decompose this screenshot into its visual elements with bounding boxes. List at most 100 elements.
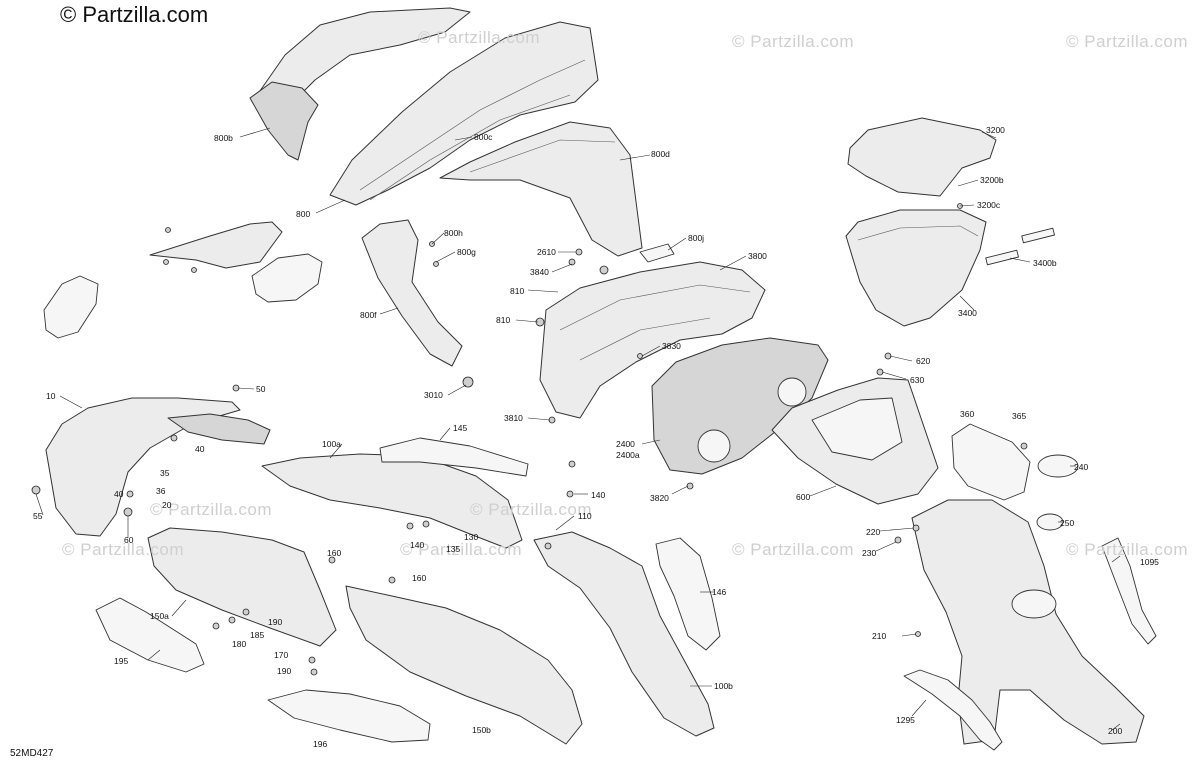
side-panel-100a xyxy=(261,453,523,549)
callout-240: 240 xyxy=(1074,462,1089,472)
headlight-lens-right xyxy=(777,377,807,407)
callout-2400a: 2400a xyxy=(616,450,640,460)
callout-50: 50 xyxy=(256,384,266,394)
lower-panel-150b xyxy=(345,585,583,745)
headlight-lens-left xyxy=(697,429,731,463)
filler-ring-240 xyxy=(1037,454,1079,478)
callout-55: 55 xyxy=(33,511,43,521)
mirror-glass-right xyxy=(251,253,323,303)
callout-36: 36 xyxy=(156,486,166,496)
headlight-housing-3800 xyxy=(539,261,766,419)
callout-146: 146 xyxy=(712,587,727,597)
trim-strip-145 xyxy=(379,437,529,477)
callout-800b: 800b xyxy=(214,133,233,143)
callout-100a: 100a xyxy=(322,439,341,449)
watermark: © Partzilla.com xyxy=(418,28,541,47)
callout-3200c: 3200c xyxy=(977,200,1001,210)
callout-200: 200 xyxy=(1108,726,1123,736)
watermark: © Partzilla.com xyxy=(62,540,185,559)
watermark: © Partzilla.com xyxy=(400,540,523,559)
callout-195: 195 xyxy=(114,656,129,666)
callout-180: 180 xyxy=(232,639,247,649)
callout-2400: 2400 xyxy=(616,439,635,449)
headlight-assembly-2400 xyxy=(651,337,829,475)
callout-60: 60 xyxy=(124,535,134,545)
trim-piece-146 xyxy=(655,537,721,651)
callout-135: 135 xyxy=(446,544,461,554)
callout-40-2: 40 xyxy=(114,489,124,499)
callout-40: 40 xyxy=(195,444,205,454)
callout-100b: 100b xyxy=(714,681,733,691)
site-brand-logo: © Partzilla.com xyxy=(60,2,209,27)
side-rail-1295 xyxy=(903,669,1003,751)
callout-230: 230 xyxy=(862,548,877,558)
side-deflector-800d xyxy=(439,121,643,257)
callout-3200: 3200 xyxy=(986,125,1005,135)
callout-1295: 1295 xyxy=(896,715,915,725)
diagram-id: 52MD427 xyxy=(10,748,54,759)
front-upper-panel xyxy=(329,21,599,206)
callout-3200b: 3200b xyxy=(980,175,1004,185)
callout-190-2: 190 xyxy=(277,666,292,676)
callout-800: 800 xyxy=(296,209,311,219)
callout-630: 630 xyxy=(910,375,925,385)
storage-lid-3200 xyxy=(847,117,997,197)
callout-160: 160 xyxy=(327,548,342,558)
callout-3810: 3810 xyxy=(504,413,523,423)
callout-220: 220 xyxy=(866,527,881,537)
callout-150b: 150b xyxy=(472,725,491,735)
callout-110: 110 xyxy=(578,511,592,521)
side-cowl-left xyxy=(249,81,319,161)
callout-185: 185 xyxy=(250,630,265,640)
callout-130: 130 xyxy=(464,532,479,542)
mirror-glass-left xyxy=(43,275,99,339)
callout-800c: 800c xyxy=(474,132,493,142)
callout-620: 620 xyxy=(916,356,931,366)
watermark: © Partzilla.com xyxy=(150,500,273,519)
gasket-250 xyxy=(1036,513,1064,531)
watermark: © Partzilla.com xyxy=(1066,32,1189,51)
callout-3010: 3010 xyxy=(424,390,443,400)
step-cover-195 xyxy=(95,597,205,673)
inner-panel-800f xyxy=(361,219,463,367)
callout-250: 250 xyxy=(1060,518,1075,528)
callout-20: 20 xyxy=(162,500,172,510)
seal-strip-3400b-2 xyxy=(985,249,1019,266)
callout-190: 190 xyxy=(268,617,283,627)
top-cowl-panel xyxy=(254,7,471,99)
rear-body-200 xyxy=(911,499,1145,745)
callout-196: 196 xyxy=(313,739,328,749)
callout-800j: 800j xyxy=(688,233,705,243)
callout-145: 145 xyxy=(453,423,468,433)
fuel-filler-opening xyxy=(1011,589,1057,619)
mirror-bracket-left xyxy=(149,221,283,269)
callout-150a: 150a xyxy=(150,611,169,621)
callout-140-2: 140 xyxy=(410,540,425,550)
callout-600: 600 xyxy=(796,492,811,502)
callout-3400: 3400 xyxy=(958,308,977,318)
callout-365: 365 xyxy=(1012,411,1027,421)
watermark: © Partzilla.com xyxy=(732,540,855,559)
callout-35: 35 xyxy=(160,468,170,478)
side-rail-1095 xyxy=(1101,537,1157,645)
callout-140: 140 xyxy=(591,490,606,500)
watermark: © Partzilla.com xyxy=(732,32,855,51)
callout-810: 810 xyxy=(510,286,525,296)
callout-1095: 1095 xyxy=(1140,557,1159,567)
watermark: © Partzilla.com xyxy=(1066,540,1189,559)
storage-tray-360 xyxy=(951,423,1031,501)
callout-210: 210 xyxy=(872,631,887,641)
leader-lines xyxy=(35,127,1121,731)
callout-360: 360 xyxy=(960,409,975,419)
callout-3400b: 3400b xyxy=(1033,258,1057,268)
callout-800f: 800f xyxy=(360,310,377,320)
callout-3840: 3840 xyxy=(530,267,549,277)
callout-800d: 800d xyxy=(651,149,670,159)
watermark: © Partzilla.com xyxy=(470,500,593,519)
trim-piece-800j xyxy=(639,243,675,263)
callout-800g: 800g xyxy=(457,247,476,257)
callout-170: 170 xyxy=(274,650,289,660)
callout-10: 10 xyxy=(46,391,56,401)
callout-3800: 3800 xyxy=(748,251,767,261)
